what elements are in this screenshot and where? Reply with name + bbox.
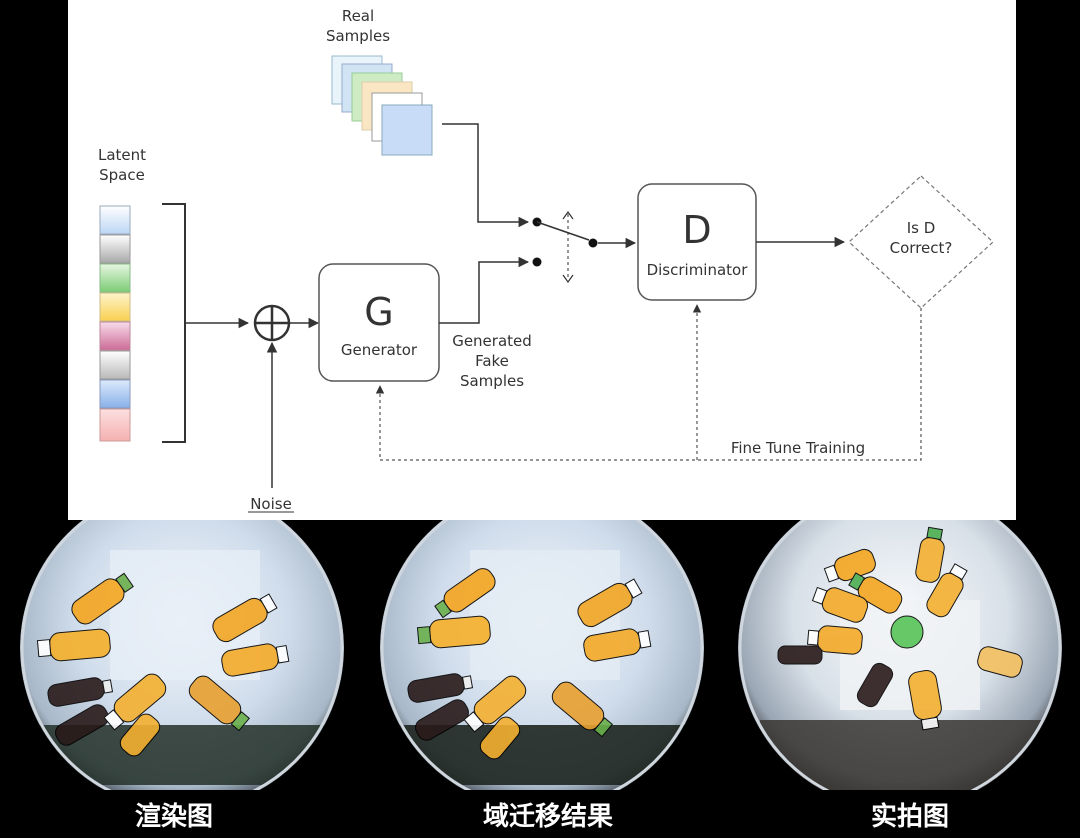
gan-diagram: Real Samples Latent Space G Generator Ge…	[68, 0, 1016, 520]
sample-switch	[532, 210, 598, 284]
real-photo-image	[738, 520, 1062, 790]
domain-transfer-image	[380, 520, 704, 790]
fine-tune-label: Fine Tune Training	[730, 439, 866, 457]
noise-label: Noise	[250, 495, 292, 513]
decision-diamond	[848, 175, 994, 309]
discriminator-label: Discriminator	[646, 261, 748, 279]
sum-operator-icon	[253, 304, 291, 342]
generated-samples-label: Generated Fake Samples	[452, 332, 532, 390]
generator-label: Generator	[340, 341, 418, 359]
rendered-image	[20, 520, 344, 790]
caption-real-photo: 实拍图	[870, 802, 949, 832]
latent-bracket	[162, 203, 186, 443]
generator-letter: G	[364, 290, 394, 334]
fisheye-photos	[20, 520, 1062, 790]
discriminator-letter: D	[682, 208, 712, 252]
real-samples-label: Real Samples	[325, 7, 391, 45]
caption-rendered: 渲染图	[134, 802, 213, 832]
real-samples-stack	[331, 55, 433, 156]
caption-domain-transfer: 域迁移结果	[482, 802, 613, 832]
feedback-loop	[375, 304, 922, 461]
latent-space-label: Latent Space	[97, 146, 147, 184]
diagram-canvas	[99, 55, 994, 513]
latent-vector	[99, 205, 131, 442]
decision-label: Is D Correct?	[889, 219, 953, 257]
